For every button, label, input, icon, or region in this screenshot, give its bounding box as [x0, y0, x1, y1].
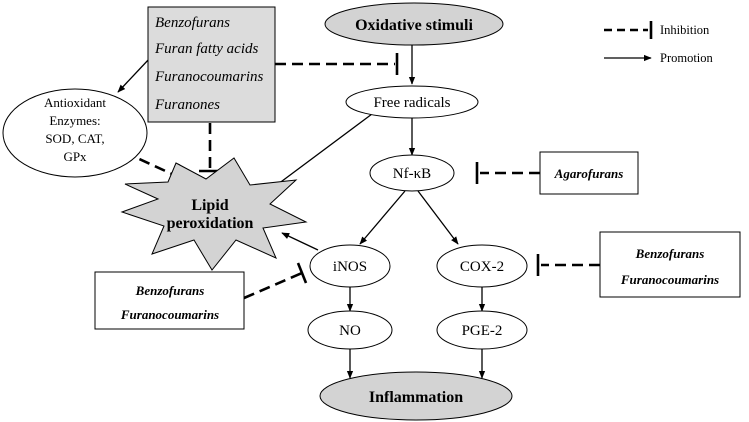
oxidative-stimuli-label: Oxidative stimuli [355, 17, 473, 34]
legend-promotion: Promotion [604, 51, 714, 65]
arrow-furans-to-enzymes [117, 57, 151, 93]
enzymes-line-4: GPx [63, 149, 87, 164]
legend-promotion-label: Promotion [660, 51, 714, 65]
furans-item-furanones: Furanones [154, 97, 220, 113]
furans-box: Benzofurans Furan fatty acids Furanocoum… [147, 6, 276, 123]
right-inhibitor-box: Benzofurans Furanocoumarins [599, 231, 741, 298]
no-node: NO [307, 310, 393, 350]
no-label: NO [339, 323, 361, 339]
inos-node: iNOS [309, 244, 391, 288]
furans-item-benzofurans: Benzofurans [155, 15, 230, 31]
inflammation-node: Inflammation [319, 371, 513, 421]
inhibit-left-to-inos [243, 271, 303, 300]
lipid-label-line1: Lipid [191, 197, 228, 214]
nfkb-label: Nf-κB [393, 166, 431, 182]
furans-item-furan-fatty-acids: Furan fatty acids [154, 41, 258, 57]
cox2-label: COX-2 [460, 259, 504, 275]
lipid-label-line2: peroxidation [167, 215, 254, 232]
inhibit-bar-inos [296, 262, 308, 284]
free-radicals-label: Free radicals [373, 95, 450, 111]
arrow-nfkb-to-cox2 [417, 190, 459, 245]
left-box-benzofurans: Benzofurans [135, 283, 205, 298]
lipid-peroxidation-node: Lipid peroxidation [120, 157, 308, 271]
arrow-nfkb-to-inos [359, 190, 406, 245]
agarofurans-label: Agarofurans [554, 166, 624, 181]
free-radicals-node: Free radicals [345, 85, 479, 119]
furans-item-furanocoumarins: Furanocoumarins [154, 69, 263, 85]
inos-label: iNOS [333, 259, 367, 275]
pge2-label: PGE-2 [462, 323, 503, 339]
left-inhibitor-box: Benzofurans Furanocoumarins [94, 271, 245, 330]
arrow-inos-to-lipid [281, 232, 319, 251]
nfkb-node: Nf-κB [369, 154, 455, 192]
enzymes-line-2: Enzymes: [49, 113, 100, 128]
right-box-benzofurans: Benzofurans [635, 246, 705, 261]
cox2-node: COX-2 [436, 244, 528, 288]
antioxidant-enzymes-node: Antioxidant Enzymes: SOD, CAT, GPx [2, 88, 148, 178]
legend-inhibition-label: Inhibition [660, 23, 710, 37]
agarofurans-box: Agarofurans [539, 151, 639, 195]
promotion-arrows [117, 45, 486, 379]
enzymes-line-3: SOD, CAT, [45, 131, 104, 146]
pge2-node: PGE-2 [436, 310, 528, 350]
enzymes-line-1: Antioxidant [44, 95, 106, 110]
legend: Inhibition Promotion [604, 21, 714, 65]
left-box-furanocoumarins: Furanocoumarins [120, 307, 219, 322]
legend-inhibition: Inhibition [604, 21, 710, 39]
right-box-furanocoumarins: Furanocoumarins [620, 272, 719, 287]
inflammation-label: Inflammation [369, 389, 463, 406]
lipid-star-shape [120, 157, 308, 271]
oxidative-stimuli-node: Oxidative stimuli [324, 2, 504, 46]
